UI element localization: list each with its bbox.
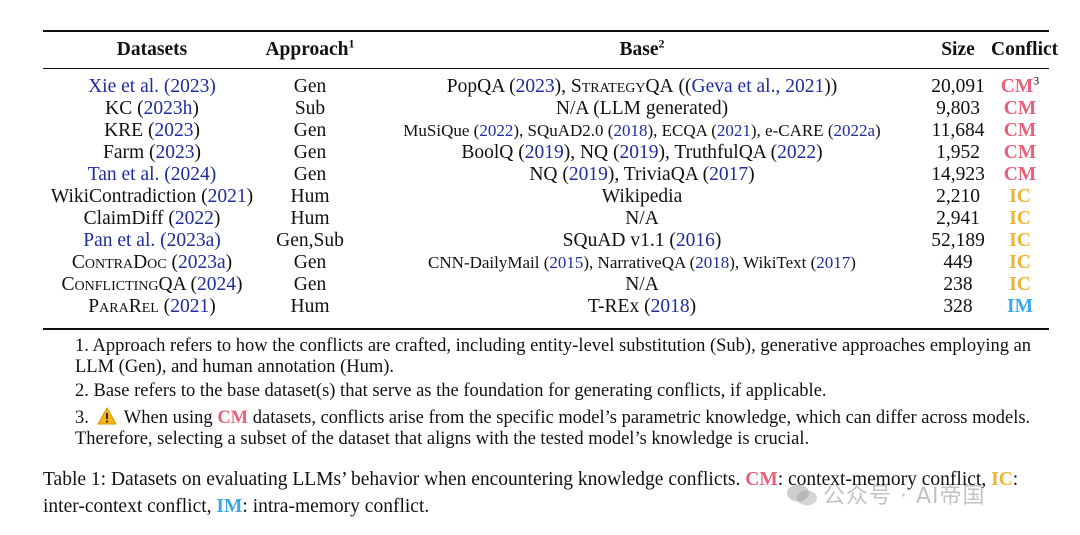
table-row: Xie et al. (2023) Gen PopQA (2023), Strate… bbox=[43, 68, 1049, 98]
header-conflict: Conflict bbox=[991, 39, 1059, 60]
cell-conflict: IC bbox=[1009, 186, 1031, 207]
cell-base: N/A bbox=[625, 274, 659, 295]
cell-size: 11,684 bbox=[931, 120, 985, 141]
datasets-table: Datasets Approach1 Base2 Size Conflict X… bbox=[43, 32, 1059, 318]
cell-dataset: WikiContradiction (2021) bbox=[50, 186, 254, 207]
table-row: Farm (2023) Gen BoolQ (2019), NQ (2019), T… bbox=[43, 142, 1049, 164]
warning-icon bbox=[96, 407, 117, 425]
cell-dataset: ParaRel (2021) bbox=[88, 296, 216, 317]
cm-tag: CM bbox=[217, 408, 249, 428]
table-header-row: Datasets Approach1 Base2 Size Conflict bbox=[43, 32, 1059, 68]
cell-base: CNN-DailyMail (2015), NarrativeQA (2018)… bbox=[428, 253, 856, 272]
cell-conflict: IC bbox=[1009, 274, 1031, 295]
cell-base: NQ (2019), TriviaQA (2017) bbox=[529, 164, 755, 185]
cell-base: PopQA (2023), StrategyQA ((Geva et al., … bbox=[446, 76, 838, 97]
cell-conflict: CM bbox=[1003, 120, 1037, 141]
cell-dataset: ContraDoc (2023a) bbox=[71, 252, 233, 273]
cell-conflict: IM bbox=[1007, 296, 1033, 317]
cell-dataset: KRE (2023) bbox=[104, 120, 200, 141]
cell-base: Wikipedia bbox=[601, 186, 683, 207]
cell-approach: Gen bbox=[293, 252, 327, 273]
table-row: Pan et al. (2023a) Gen,Sub SQuAD v1.1 (201… bbox=[43, 230, 1049, 252]
cell-base: T-REx (2018) bbox=[587, 296, 697, 317]
cell-dataset: Farm (2023) bbox=[102, 142, 202, 163]
header-approach: Approach1 bbox=[265, 36, 355, 61]
table-row: ParaRel (2021) Hum T-REx (2018) 328 IM bbox=[43, 296, 1049, 318]
table-row: ContraDoc (2023a) Gen CNN-DailyMail (2015)… bbox=[43, 252, 1049, 274]
cell-size: 449 bbox=[943, 252, 973, 273]
table-row: Tan et al. (2024) Gen NQ (2019), TriviaQA … bbox=[43, 164, 1049, 186]
cell-dataset: ClaimDiff (2022) bbox=[83, 208, 221, 229]
cell-size: 328 bbox=[943, 296, 973, 317]
cell-approach: Hum bbox=[290, 296, 330, 317]
cell-conflict: IC bbox=[1009, 230, 1031, 251]
footnote-1: 1. Approach refers to how the conflicts … bbox=[75, 336, 1032, 377]
cell-size: 52,189 bbox=[931, 230, 985, 251]
cell-base: N/A (LLM generated) bbox=[555, 98, 729, 119]
cell-size: 1,952 bbox=[936, 142, 980, 163]
cell-conflict: IC bbox=[1009, 208, 1031, 229]
table-header-rule bbox=[43, 68, 1049, 69]
cell-dataset: Pan et al. (2023a) bbox=[83, 230, 221, 251]
cell-base: SQuAD v1.1 (2016) bbox=[562, 230, 722, 251]
cell-approach: Gen,Sub bbox=[276, 230, 344, 251]
table-row: KC (2023h) Sub N/A (LLM generated) 9,803 CM bbox=[43, 98, 1049, 120]
header-datasets: Datasets bbox=[116, 39, 188, 60]
cell-approach: Gen bbox=[293, 76, 327, 97]
footnote-3: 3. When using CM datasets, conflicts ari… bbox=[75, 407, 1031, 449]
cell-approach: Hum bbox=[290, 208, 330, 229]
table-bottom-rule bbox=[43, 328, 1049, 330]
cell-dataset: ConflictingQA (2024) bbox=[61, 274, 243, 295]
cell-size: 9,803 bbox=[936, 98, 980, 119]
cell-conflict: CM bbox=[1003, 164, 1037, 185]
table-caption: Table 1: Datasets on evaluating LLMs’ be… bbox=[43, 469, 1019, 517]
cell-base: BoolQ (2019), NQ (2019), TruthfulQA (202… bbox=[461, 142, 823, 163]
table-row: KRE (2023) Gen MuSiQue (2022), SQuAD2.0 (2… bbox=[43, 120, 1049, 142]
caption-cm-tag: CM bbox=[745, 469, 778, 490]
table-footnotes: 1. Approach refers to how the conflicts … bbox=[75, 336, 1055, 450]
cell-size: 238 bbox=[943, 274, 973, 295]
cell-conflict: IC bbox=[1009, 252, 1031, 273]
table-top-rule bbox=[43, 30, 1049, 32]
cell-approach: Hum bbox=[290, 186, 330, 207]
cell-approach: Gen bbox=[293, 164, 327, 185]
header-base: Base2 bbox=[619, 36, 665, 61]
cell-conflict: CM3 bbox=[1000, 73, 1040, 98]
cell-conflict: CM bbox=[1003, 98, 1037, 119]
table-row: WikiContradiction (2021) Hum Wikipedia 2,21… bbox=[43, 186, 1049, 208]
header-size: Size bbox=[941, 39, 975, 60]
cell-size: 20,091 bbox=[931, 76, 985, 97]
caption-ic-tag: IC bbox=[991, 469, 1013, 490]
table-row: ClaimDiff (2022) Hum N/A 2,941 IC bbox=[43, 208, 1049, 230]
cell-approach: Gen bbox=[293, 120, 327, 141]
cell-size: 14,923 bbox=[931, 164, 985, 185]
caption-im-tag: IM bbox=[216, 496, 243, 517]
cell-size: 2,941 bbox=[936, 208, 980, 229]
cell-approach: Sub bbox=[294, 98, 326, 119]
cell-approach: Gen bbox=[293, 142, 327, 163]
cell-approach: Gen bbox=[293, 274, 327, 295]
table-row: ConflictingQA (2024) Gen N/A 238 IC bbox=[43, 274, 1049, 296]
cell-base: N/A bbox=[625, 208, 659, 229]
cell-conflict: CM bbox=[1003, 142, 1037, 163]
cell-dataset: Tan et al. (2024) bbox=[87, 164, 217, 185]
cell-dataset: KC (2023h) bbox=[105, 98, 199, 119]
cell-size: 2,210 bbox=[936, 186, 980, 207]
footnote-2: 2. Base refers to the base dataset(s) th… bbox=[75, 381, 827, 401]
cell-base: MuSiQue (2022), SQuAD2.0 (2018), ECQA (2… bbox=[403, 121, 881, 140]
cell-dataset: Xie et al. (2023) bbox=[88, 76, 216, 97]
